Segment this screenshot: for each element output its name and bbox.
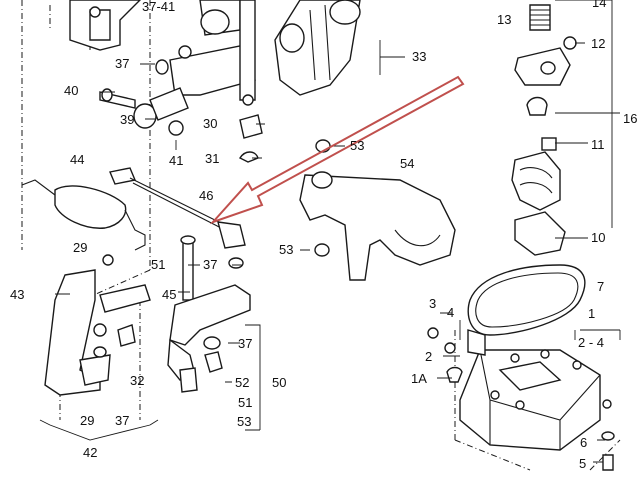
label-2: 2 xyxy=(425,349,433,364)
label-33: 33 xyxy=(412,49,427,64)
label-31: 31 xyxy=(205,151,220,166)
red-arrow xyxy=(209,75,465,225)
label-2-4: 2 - 4 xyxy=(578,335,605,350)
label-1A: 1A xyxy=(411,371,427,386)
label-53-b: 53 xyxy=(279,242,294,257)
label-37-b: 37 xyxy=(203,257,218,272)
label-10: 10 xyxy=(591,230,606,245)
leader-lines xyxy=(39,0,621,463)
label-37-c: 37 xyxy=(238,336,253,351)
label-45: 45 xyxy=(162,287,177,302)
upper-center-bracket xyxy=(169,0,256,106)
upper-left-bracket xyxy=(69,0,141,51)
label-37-d: 37 xyxy=(115,413,130,428)
label-39: 39 xyxy=(120,112,135,127)
gearshift-lever-50 xyxy=(167,235,251,393)
label-37-41: 37-41 xyxy=(142,0,176,14)
label-29-a: 29 xyxy=(73,240,88,255)
label-37-a: 37 xyxy=(115,56,130,71)
left-small-parts xyxy=(99,45,263,163)
label-5: 5 xyxy=(579,456,587,471)
label-6: 6 xyxy=(580,435,588,450)
label-3: 3 xyxy=(429,296,437,311)
label-13: 13 xyxy=(497,12,512,27)
upper-right-bracket xyxy=(274,0,361,96)
cable-44 xyxy=(21,179,146,266)
right-parts-stack xyxy=(511,4,577,256)
label-40: 40 xyxy=(64,83,79,98)
label-46: 46 xyxy=(199,188,214,203)
label-12: 12 xyxy=(591,36,606,51)
label-41: 41 xyxy=(169,153,184,168)
label-44: 44 xyxy=(70,152,85,167)
gasket-7 xyxy=(467,264,586,336)
label-32: 32 xyxy=(130,373,145,388)
label-14: 14 xyxy=(592,0,607,10)
label-29-b: 29 xyxy=(80,413,95,428)
label-16: 16 xyxy=(623,111,638,126)
label-30: 30 xyxy=(203,116,218,131)
label-54: 54 xyxy=(400,156,415,171)
label-50: 50 xyxy=(272,375,287,390)
label-53-c: 53 xyxy=(237,414,252,429)
label-51-b: 51 xyxy=(238,395,253,410)
label-52: 52 xyxy=(235,375,250,390)
label-4: 4 xyxy=(447,305,455,320)
label-42: 42 xyxy=(83,445,98,460)
housing-1 xyxy=(427,327,615,471)
label-51-a: 51 xyxy=(151,257,166,272)
label-43: 43 xyxy=(10,287,25,302)
label-1: 1 xyxy=(588,306,596,321)
label-11: 11 xyxy=(591,137,605,152)
lever-bracket-43 xyxy=(44,269,151,396)
label-7: 7 xyxy=(597,279,605,294)
label-53-a: 53 xyxy=(350,138,365,153)
